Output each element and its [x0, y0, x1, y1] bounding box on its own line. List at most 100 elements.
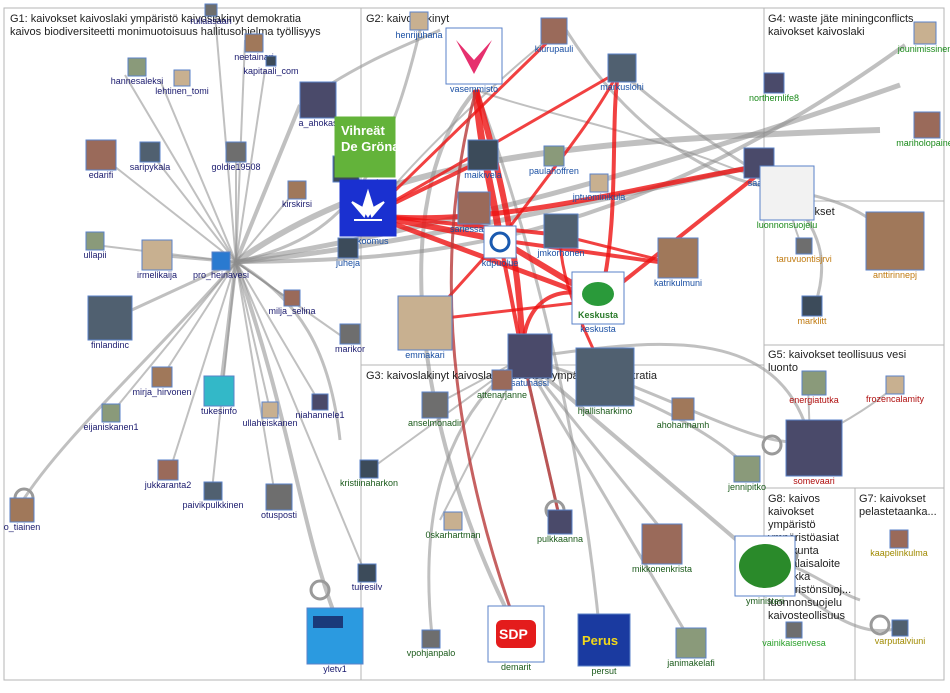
node-hannesaleksi[interactable]: hannesaleksi	[111, 57, 164, 86]
node-irmelikaija[interactable]: irmelikaija	[137, 239, 177, 280]
node-pro_heinavesi[interactable]: pro_heinavesi	[193, 251, 249, 280]
node-hjallisharkimo[interactable]: hjallisharkimo	[575, 347, 635, 416]
node-edarifi[interactable]: edarifi	[85, 139, 117, 180]
node-label: energiatutka	[789, 395, 839, 405]
node-paivikpulkkinen[interactable]: paivikpulkkinen	[182, 481, 244, 510]
node-label: vpohjanpalo	[407, 648, 456, 658]
node-paulahoffren[interactable]: paulahoffren	[529, 145, 579, 176]
node-mariholopainen[interactable]: mariholopainen	[896, 111, 950, 148]
node-otusposti[interactable]: otusposti	[261, 483, 297, 520]
node-yletv1[interactable]: yletv1	[306, 607, 364, 674]
node-goldie19508[interactable]: goldie19508	[211, 141, 261, 172]
node-juheja[interactable]: juheja	[335, 237, 360, 268]
avatar-icon	[9, 497, 35, 523]
node-frozencalamity[interactable]: frozencalamity	[866, 375, 925, 404]
node-vpohjanpalo[interactable]: vpohjanpalo	[407, 629, 456, 658]
node-eijaniskanen1[interactable]: eijaniskanen1	[83, 403, 139, 432]
node-kokoomus[interactable]: kokoomus	[339, 179, 397, 246]
node-label: edarifi	[89, 170, 114, 180]
node-label: demarit	[501, 662, 532, 672]
avatar-icon	[339, 323, 361, 345]
node-ahohannamh[interactable]: ahohannamh	[657, 397, 710, 430]
node-satuhassi[interactable]: satuhassi	[507, 333, 553, 388]
node-henrijuhana[interactable]: henrijuhana	[395, 11, 443, 40]
node-janimakelafi[interactable]: janimakelafi	[666, 627, 715, 668]
node-niahannele1[interactable]: niahannele1	[295, 393, 345, 420]
node-luonnonsuojelu[interactable]: luonnonsuojelu	[757, 165, 818, 230]
node-lehtinen_tomi[interactable]: lehtinen_tomi	[155, 69, 209, 96]
node-anttirinnepj[interactable]: anttirinnepj	[865, 211, 925, 280]
node-0skarhartman[interactable]: 0skarhartman	[425, 511, 481, 540]
node-mirja_hirvonen[interactable]: mirja_hirvonen	[132, 366, 192, 397]
avatar-icon	[421, 391, 449, 419]
node-kapitaali_com[interactable]: kapitaali_com	[243, 55, 299, 76]
node-energiatutka[interactable]: energiatutka	[789, 370, 839, 405]
node-yministeri[interactable]: yministeri	[734, 535, 796, 606]
node-mikkonenkrista[interactable]: mikkonenkrista	[632, 523, 692, 574]
node-sariessayah[interactable]: sariessayah	[450, 191, 498, 234]
yle-badge-icon	[313, 616, 343, 628]
avatar-icon	[913, 111, 941, 139]
node-pulkkaanna[interactable]: pulkkaanna	[537, 509, 583, 544]
node-jukkaranta2[interactable]: jukkaranta2	[144, 459, 192, 490]
node-kaapelinkulma[interactable]: kaapelinkulma	[870, 529, 928, 558]
node-maikivela[interactable]: maikivela	[464, 139, 502, 180]
node-ullaheiskanen[interactable]: ullaheiskanen	[242, 401, 298, 428]
node-label: jukkaranta2	[144, 480, 192, 490]
node-a_ahokas[interactable]: a_ahokas	[298, 81, 338, 128]
node-kirskirsi[interactable]: kirskirsi	[282, 180, 312, 209]
node-anselmonadir[interactable]: anselmonadir	[408, 391, 462, 428]
node-saripykala[interactable]: saripykala	[130, 141, 171, 172]
node-jounimissinen[interactable]: jounimissinen	[897, 21, 950, 54]
group-title-g8: ympäristö	[768, 519, 816, 531]
logo-text: Keskusta	[578, 310, 619, 320]
node-taruvuontisjrvi[interactable]: taruvuontisjrvi	[776, 237, 832, 264]
node-label: mariholopainen	[896, 138, 950, 148]
node-jennipitko[interactable]: jennipitko	[727, 455, 766, 492]
node-emmakari[interactable]: emmakari	[397, 295, 453, 360]
lotus-icon	[351, 188, 385, 221]
node-varputalviuni[interactable]: varputalviuni	[875, 619, 926, 646]
node-label: hannesaleksi	[111, 76, 164, 86]
node-label: pulkkaanna	[537, 534, 583, 544]
avatar-icon	[641, 523, 683, 565]
node-rullaasaari[interactable]: rullaasaari	[190, 3, 232, 26]
node-neetainari[interactable]: neetainari	[234, 33, 274, 62]
avatar-icon	[543, 145, 565, 167]
node-markuslohi[interactable]: markuslohi	[600, 53, 644, 92]
logo-icon	[211, 251, 231, 271]
avatar-icon	[540, 17, 568, 45]
node-kdpuolue[interactable]: kdpuolue	[482, 225, 519, 268]
node-jptuominikula[interactable]: jptuominikula	[572, 173, 626, 202]
node-marklitt[interactable]: marklitt	[798, 295, 827, 326]
avatar-icon	[287, 180, 307, 200]
node-jmkorhonen[interactable]: jmkorhonen	[536, 213, 585, 258]
node-somevaari[interactable]: somevaari	[785, 419, 843, 486]
group-box-g7	[854, 487, 945, 681]
node-kristiinaharkon[interactable]: kristiinaharkon	[340, 459, 398, 488]
node-marikor[interactable]: marikor	[335, 323, 365, 354]
logo-icon	[334, 116, 396, 178]
node-katrikulmuni[interactable]: katrikulmuni	[654, 237, 702, 288]
node-label: eijaniskanen1	[83, 422, 138, 432]
node-label: marikor	[335, 344, 365, 354]
node-label: rullaasaari	[190, 16, 232, 26]
avatar-icon	[85, 231, 105, 251]
node-vasemmisto[interactable]: vasemmisto	[445, 27, 503, 94]
node-attenarjanne[interactable]: attenarjanne	[477, 369, 527, 400]
node-finlandinc[interactable]: finlandinc	[87, 295, 133, 350]
node-northernlife8[interactable]: northernlife8	[749, 72, 799, 103]
node-label: a_ahokas	[298, 118, 338, 128]
node-tuiresilv[interactable]: tuiresilv	[352, 563, 383, 592]
node-o_tiainen[interactable]: o_tiainen	[4, 497, 41, 532]
node-ullapii[interactable]: ullapii	[83, 231, 107, 260]
node-kiurupauli[interactable]: kiurupauli	[535, 17, 574, 54]
node-milja_selina[interactable]: milja_selina	[268, 289, 316, 316]
node-vainikaisenvesa[interactable]: vainikaisenvesa	[762, 621, 826, 648]
node-tukesinfo[interactable]: tukesinfo	[201, 375, 237, 416]
avatar-icon	[359, 459, 379, 479]
